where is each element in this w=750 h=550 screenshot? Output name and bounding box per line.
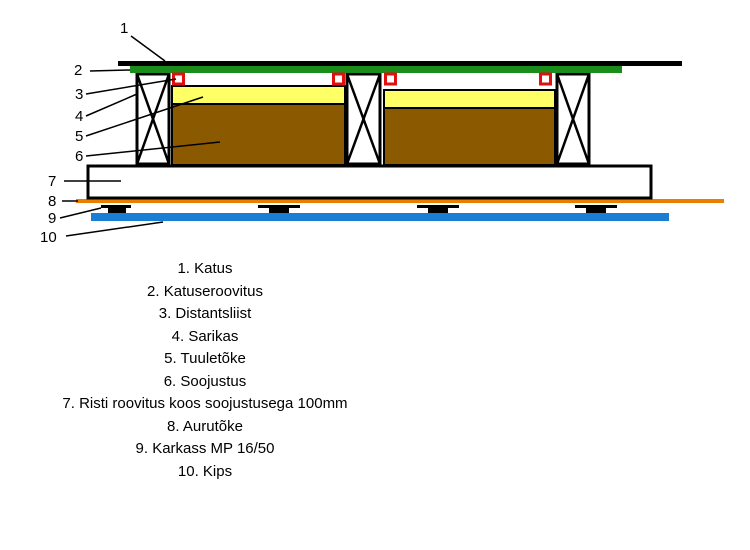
legend-item-2: 2. Katuseroovitus xyxy=(147,282,263,300)
label-7: 7 xyxy=(48,173,56,190)
vapour-barrier xyxy=(76,199,724,203)
frame-profile xyxy=(428,207,448,213)
frame-profiles xyxy=(101,205,617,213)
legend-item-1: 1. Katus xyxy=(177,260,233,277)
legend-item-9: 9. Karkass MP 16/50 xyxy=(135,440,275,457)
roof-section-diagram: 1 2 3 4 5 6 7 8 9 10 xyxy=(40,20,724,246)
legend-item-10: 10. Kips xyxy=(177,462,233,480)
roof xyxy=(118,61,682,66)
legend-item-3: 3. Distantsliist xyxy=(158,305,252,322)
label-1: 1 xyxy=(120,20,128,37)
wind-barrier-left xyxy=(171,85,346,105)
label-2: 2 xyxy=(74,62,82,79)
leader-line-6 xyxy=(85,141,221,157)
wind-barrier-right xyxy=(383,89,556,109)
spacers xyxy=(172,72,552,86)
rafters xyxy=(135,72,591,166)
leader-line-10 xyxy=(65,221,164,237)
frame-profile xyxy=(258,205,300,208)
leader-lines xyxy=(59,35,221,237)
insulation-right xyxy=(383,107,556,166)
frame-profile xyxy=(269,207,289,213)
leader-line-5 xyxy=(85,96,204,137)
roof-battens xyxy=(130,66,622,73)
number-labels: 1 2 3 4 5 6 7 8 9 10 xyxy=(40,20,128,246)
rafter xyxy=(345,72,382,166)
legend-item-4: 4. Sarikas xyxy=(171,327,239,345)
leader-line-3 xyxy=(85,78,177,95)
frame-profile xyxy=(417,205,459,208)
frame-profile xyxy=(586,207,606,213)
legend-item-5: 5. Tuuletõke xyxy=(164,350,246,367)
legend: 1. Katus 2. Katuseroovitus 3. Distantsli… xyxy=(0,258,410,483)
legend-item-8: 8. Aurutõke xyxy=(167,417,243,435)
label-9: 9 xyxy=(48,210,56,227)
leader-line-4 xyxy=(85,93,138,117)
frame-profile xyxy=(575,205,617,208)
spacer xyxy=(332,72,345,86)
spacer xyxy=(539,72,552,86)
leader-line-1 xyxy=(130,35,166,62)
frame-profile xyxy=(101,205,131,208)
label-10: 10 xyxy=(40,229,57,246)
frame-profile xyxy=(108,207,126,213)
spacer xyxy=(384,72,397,86)
label-3: 3 xyxy=(75,86,83,103)
gypsum-board xyxy=(91,213,669,221)
label-6: 6 xyxy=(75,148,83,165)
label-4: 4 xyxy=(75,108,83,125)
cross-battens-layer xyxy=(86,164,653,200)
leader-line-2 xyxy=(89,69,131,72)
label-8: 8 xyxy=(48,193,56,210)
legend-item-7: 7. Risti roovitus koos soojustusega 100m… xyxy=(62,395,348,412)
leader-line-9 xyxy=(59,207,102,219)
label-5: 5 xyxy=(75,128,83,145)
rafter xyxy=(555,72,591,166)
insulation-left xyxy=(171,103,346,166)
legend-item-6: 6. Soojustus xyxy=(163,372,247,390)
